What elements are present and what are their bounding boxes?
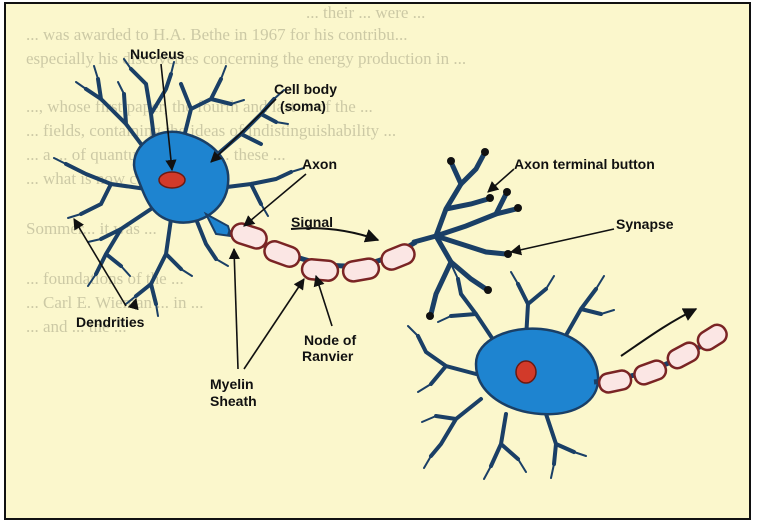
myelin-segment <box>378 241 417 272</box>
leader-axon-terminal <box>488 169 514 192</box>
label-myelin-sheath-2: Sheath <box>210 393 257 409</box>
terminal-button <box>484 286 492 294</box>
terminal-button <box>481 148 489 156</box>
label-node-of-ranvier-2: Ranvier <box>302 348 353 364</box>
leader-myelin-2 <box>244 279 304 369</box>
label-nucleus: Nucleus <box>130 46 184 62</box>
axon-terminal <box>414 154 516 314</box>
terminal-button <box>503 188 511 196</box>
leader-dendrites-2 <box>134 299 136 306</box>
label-dendrites: Dendrities <box>76 314 144 330</box>
neuron-2 <box>408 266 730 479</box>
neuron-1-nucleus <box>159 172 185 188</box>
neuron-diagram <box>6 4 751 520</box>
neuron-1-axon-hillock <box>206 214 231 236</box>
neuron-2-nucleus <box>516 361 536 383</box>
myelin-segment <box>597 369 632 394</box>
leader-myelin-1 <box>234 249 238 369</box>
leader-node <box>316 276 332 326</box>
terminal-button <box>504 250 512 258</box>
label-myelin-sheath: Myelin <box>210 376 254 392</box>
myelin-segment <box>632 358 669 387</box>
label-synapse: Synapse <box>616 216 674 232</box>
label-cell-body-sub: (soma) <box>280 98 326 114</box>
label-axon: Axon <box>302 156 337 172</box>
myelin-segment <box>301 258 339 281</box>
myelin-sheath-2 <box>597 321 730 394</box>
figure-panel: ... their ... were ... ... was awarded t… <box>4 2 751 520</box>
myelin-segment <box>229 221 269 251</box>
axon-1 <box>228 221 418 283</box>
terminal-button <box>426 312 434 320</box>
terminal-button <box>447 157 455 165</box>
neuron-1 <box>54 59 304 316</box>
myelin-segment <box>262 238 303 269</box>
label-node-of-ranvier: Node of <box>304 332 356 348</box>
label-signal: Signal <box>291 214 333 230</box>
leader-cell-body <box>211 99 276 162</box>
terminal-button <box>486 194 494 202</box>
neuron-2-soma <box>476 329 598 415</box>
myelin-segment <box>342 257 381 283</box>
label-cell-body: Cell body <box>274 81 337 97</box>
myelin-segment <box>665 340 702 372</box>
myelin-sheath-1 <box>229 221 418 283</box>
label-axon-terminal: Axon terminal button <box>514 156 655 172</box>
terminal-button <box>514 204 522 212</box>
leader-synapse <box>511 229 614 252</box>
